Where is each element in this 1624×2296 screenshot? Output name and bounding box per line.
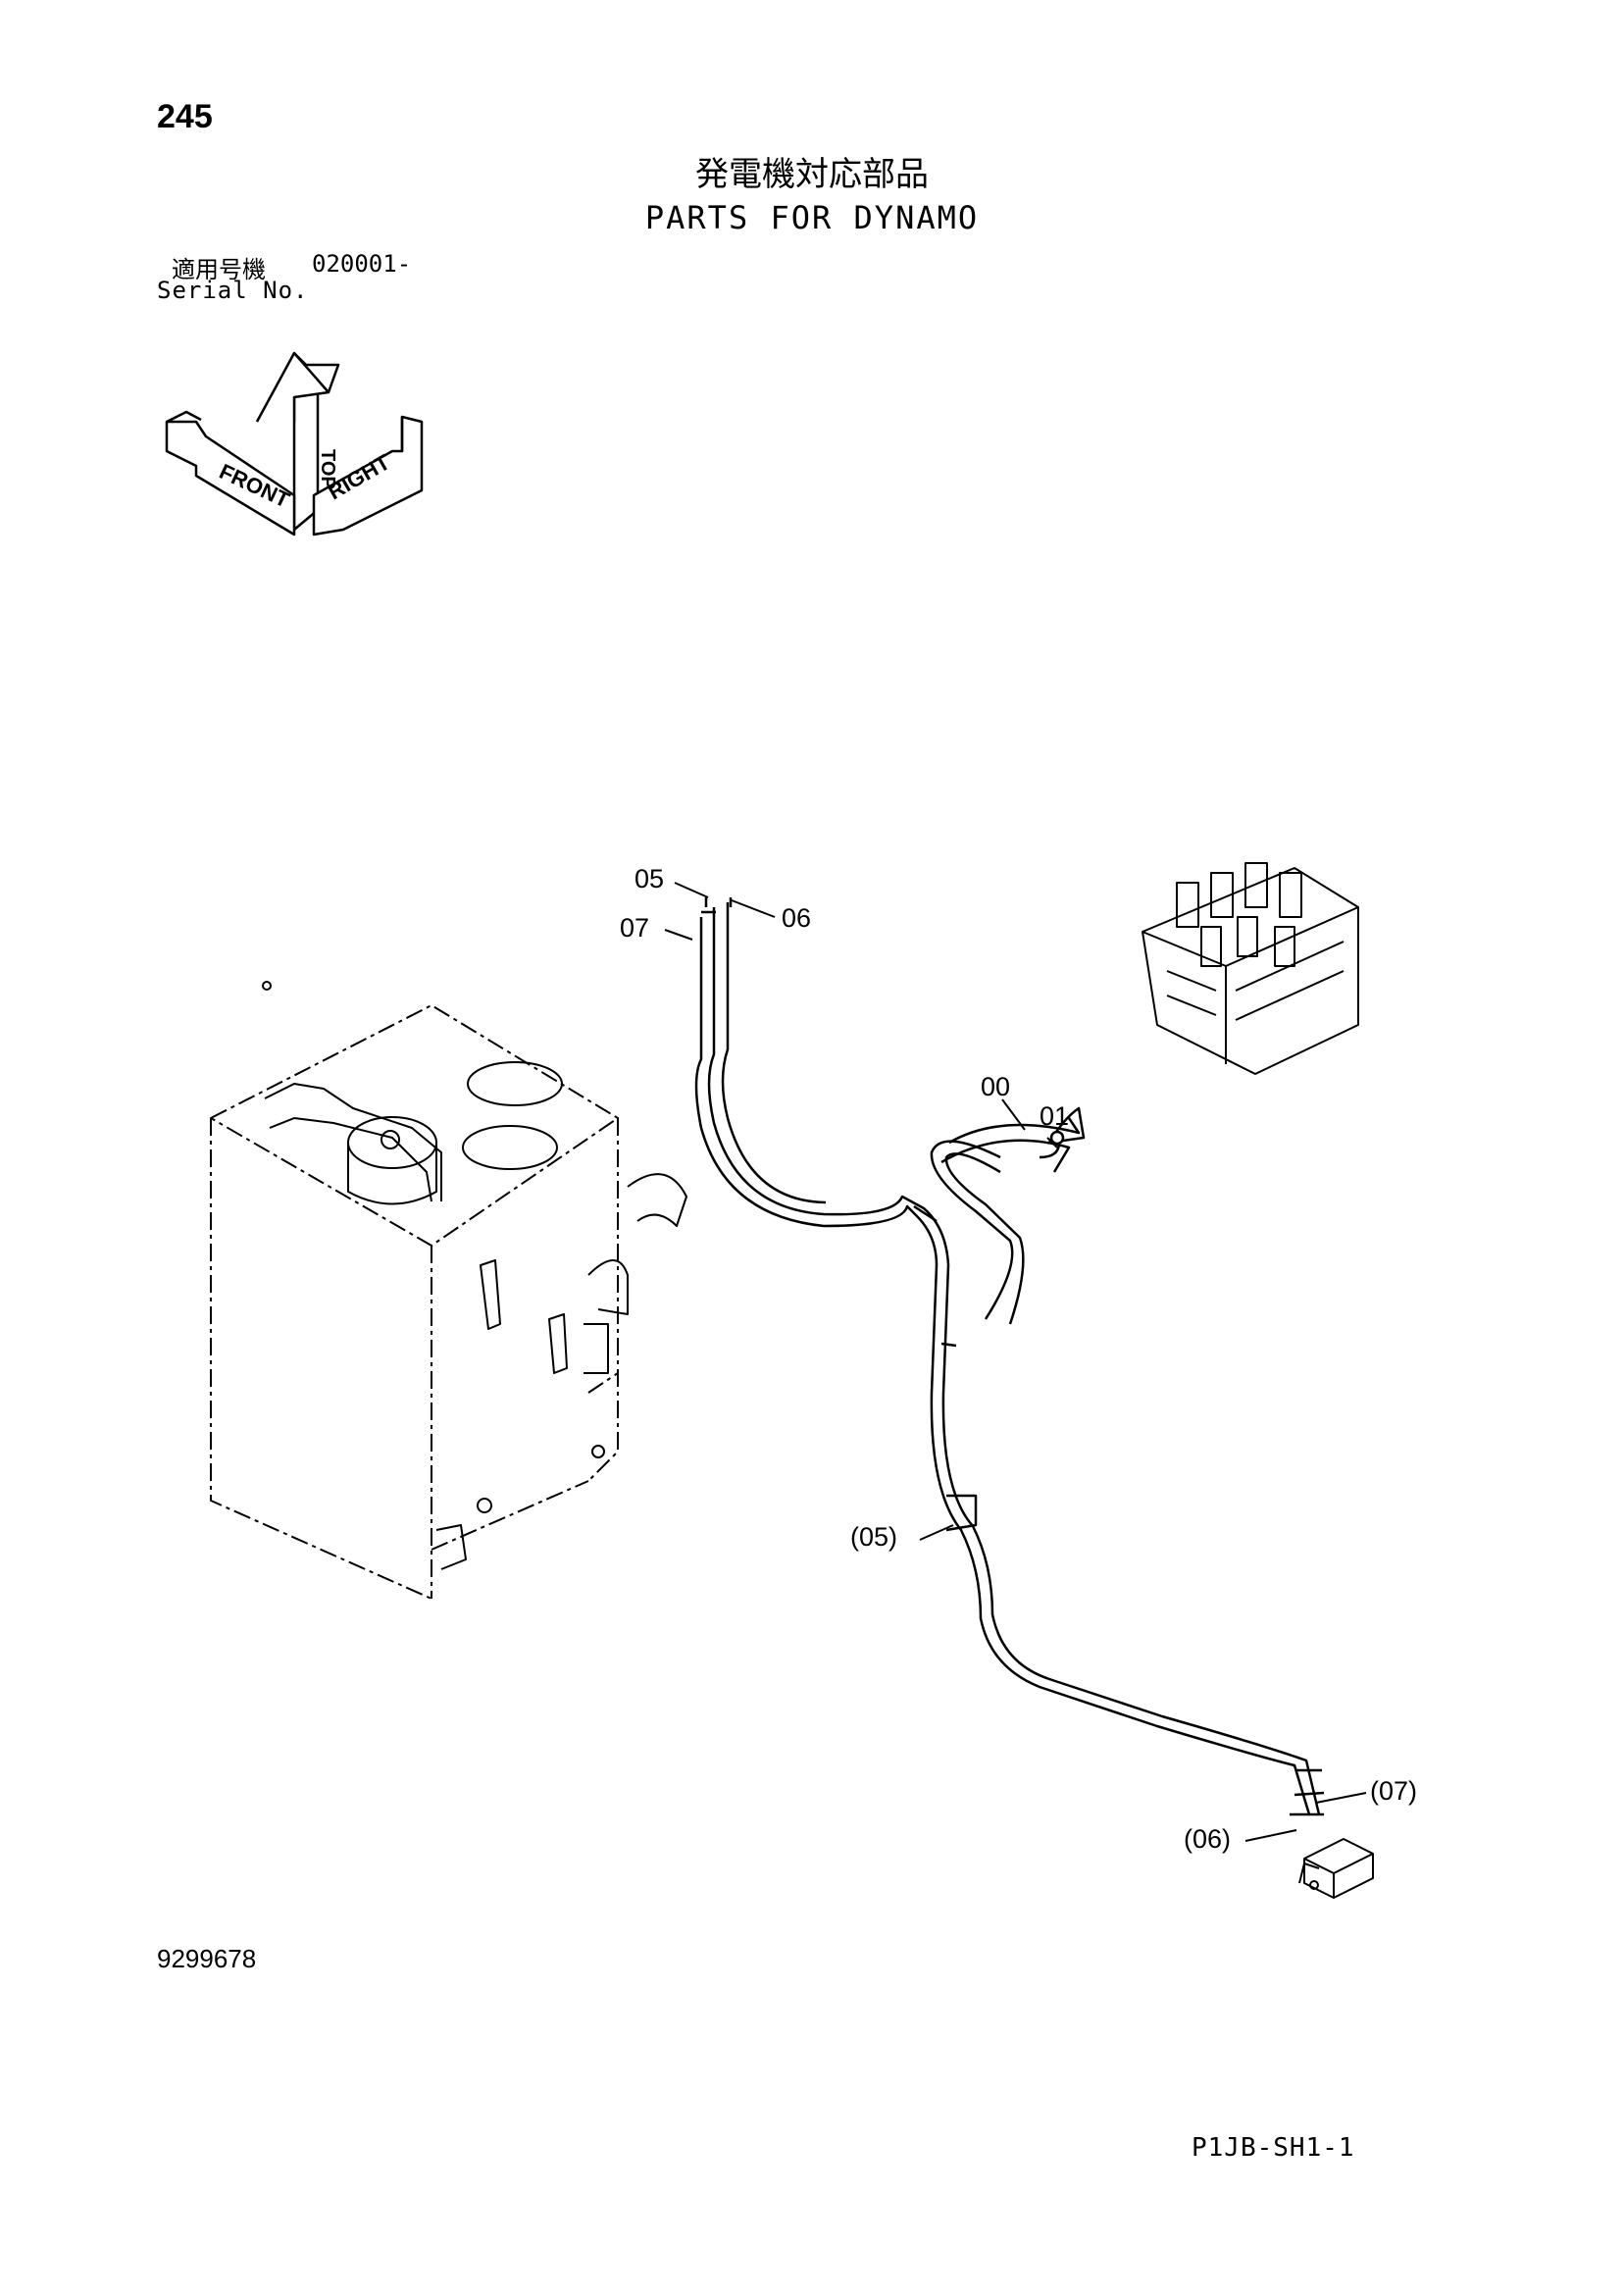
- callout-05: 05: [634, 864, 664, 893]
- callout-01: 01: [1040, 1101, 1069, 1131]
- control-valve: [1142, 862, 1359, 1075]
- serial-value: 020001-: [312, 250, 412, 278]
- callout-06: 06: [782, 903, 811, 933]
- page-number: 245: [157, 98, 213, 135]
- terminal-block: [1298, 1838, 1374, 1899]
- document-number: 9299678: [157, 1944, 257, 1973]
- serial-label-en: Serial No.: [157, 277, 309, 304]
- callout-07-ref: (07): [1370, 1776, 1417, 1806]
- callout-00: 00: [981, 1072, 1010, 1101]
- hydraulic-tank: [210, 1004, 619, 1600]
- callout-07: 07: [620, 913, 649, 943]
- hose-assembly: [694, 897, 1325, 1816]
- sheet-code: P1JB-SH1-1: [1192, 2133, 1355, 2163]
- page-title-jp: 発電機対応部品: [695, 155, 929, 194]
- orientation-symbol: FRONT TOP RIGHT: [165, 351, 424, 536]
- serial-label-jp: 適用号機: [172, 256, 266, 283]
- page-title-en: PARTS FOR DYNAMO: [644, 199, 980, 236]
- orient-top-label: TOP: [317, 449, 338, 489]
- tank-fittings: [262, 981, 687, 1570]
- callout-06-ref: (06): [1184, 1824, 1231, 1854]
- leader-lines: [664, 882, 1367, 1842]
- callout-05-ref: (05): [850, 1522, 897, 1552]
